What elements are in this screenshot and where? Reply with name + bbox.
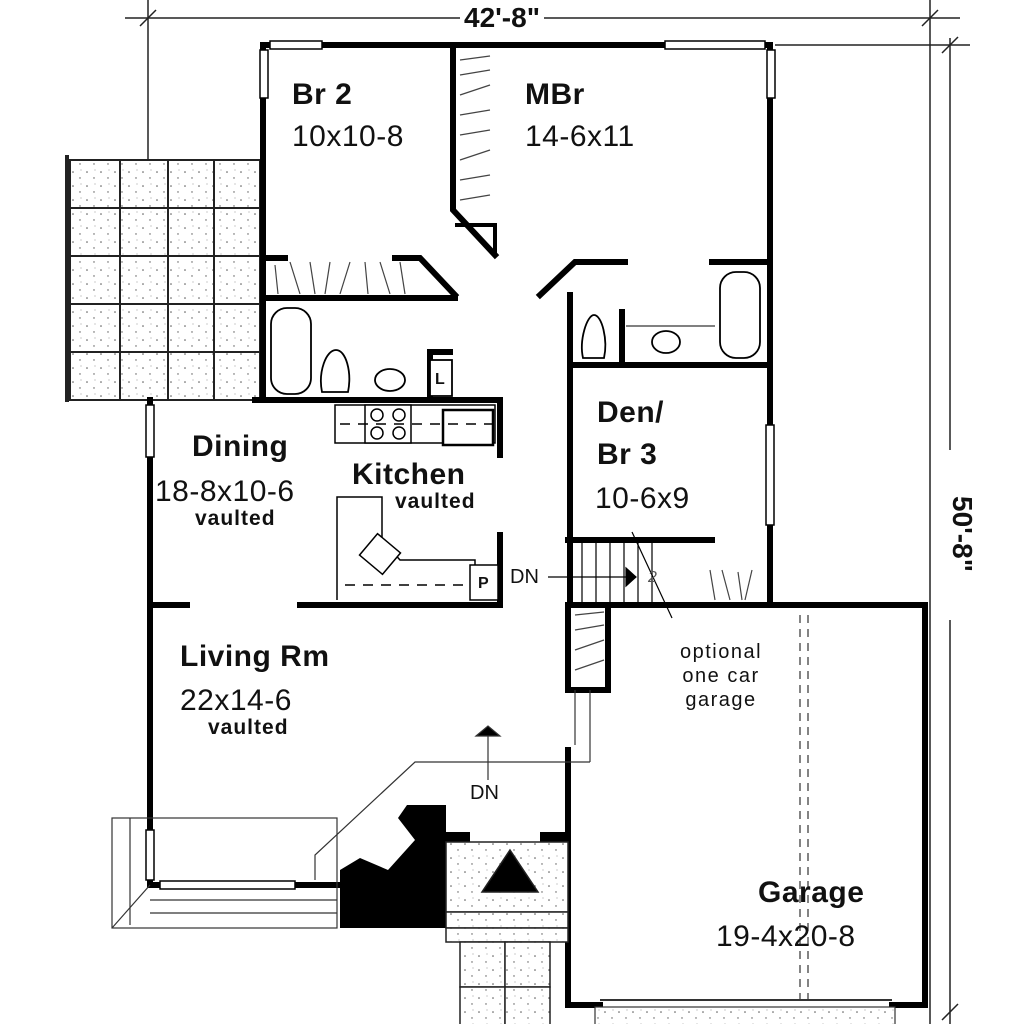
room-note-living: vaulted xyxy=(208,716,289,739)
hearth xyxy=(445,841,569,1024)
room-label-den-line2: Br 3 xyxy=(597,438,658,471)
room-note-kitchen: vaulted xyxy=(395,490,476,513)
toilet-icon xyxy=(581,314,607,359)
overall-width-dimension: 42'-8" xyxy=(460,4,544,32)
stair-number-label: 2 xyxy=(648,569,657,586)
stair-down-label-entry: DN xyxy=(470,782,499,804)
walls xyxy=(147,42,928,1008)
room-label-mbr: MBr xyxy=(525,78,585,111)
bath-fixtures xyxy=(270,271,761,397)
toilet-icon xyxy=(320,349,351,393)
entry xyxy=(314,690,591,880)
room-dims-dining: 18-8x10-6 xyxy=(155,475,295,508)
overall-depth-dimension: 50'-8" xyxy=(947,492,978,576)
pantry-label: P xyxy=(478,575,489,592)
stair-down-label-den: DN xyxy=(510,566,539,588)
optional-garage-note-line3: garage xyxy=(685,689,757,711)
room-note-dining: vaulted xyxy=(195,507,276,530)
optional-garage-note: optional one car garage xyxy=(680,640,762,712)
optional-garage-note-line2: one car xyxy=(682,665,760,687)
stair-arrow-icon xyxy=(625,566,637,588)
sink-icon xyxy=(651,330,681,354)
kitchen-fixtures xyxy=(334,404,499,601)
room-dims-den: 10-6x9 xyxy=(595,482,690,515)
stairs xyxy=(548,531,673,619)
bathtub-icon xyxy=(719,271,761,359)
laundry-label: L xyxy=(435,371,445,388)
room-dims-garage: 19-4x20-8 xyxy=(716,920,856,953)
room-label-br2: Br 2 xyxy=(292,78,353,111)
room-label-kitchen: Kitchen xyxy=(352,458,466,491)
room-label-garage: Garage xyxy=(758,876,865,909)
room-label-dining: Dining xyxy=(192,430,289,463)
room-dims-br2: 10x10-8 xyxy=(292,120,404,153)
porch xyxy=(111,817,338,929)
room-dims-mbr: 14-6x11 xyxy=(525,120,635,153)
room-label-living: Living Rm xyxy=(180,640,330,673)
fireplace xyxy=(340,805,570,928)
entry-arrow-icon xyxy=(474,725,502,737)
windows xyxy=(145,40,776,890)
fireplace-icon xyxy=(480,848,540,893)
garage-details xyxy=(594,615,896,1024)
closet-hatching xyxy=(274,55,753,671)
room-dims-living: 22x14-6 xyxy=(180,684,292,717)
sink-icon xyxy=(374,368,406,392)
optional-garage-note-line1: optional xyxy=(680,641,763,663)
bathtub-icon xyxy=(270,307,312,395)
room-label-den-line1: Den/ xyxy=(597,396,665,429)
patio xyxy=(65,155,261,402)
door-swing-icon xyxy=(455,223,497,255)
